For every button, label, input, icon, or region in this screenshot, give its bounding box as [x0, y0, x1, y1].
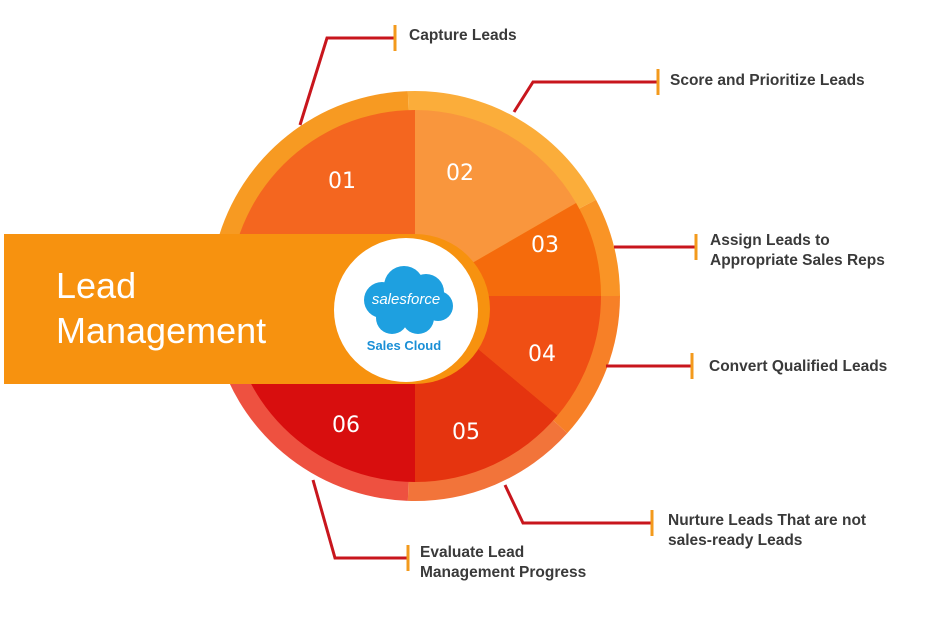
- logo-brand-text: salesforce: [372, 291, 440, 308]
- segment-number-03: 03: [531, 233, 559, 258]
- logo-product-text: Sales Cloud: [367, 338, 441, 353]
- leader-lines: [298, 25, 698, 571]
- segment-number-01: 01: [328, 169, 356, 194]
- segment-number-02: 02: [446, 161, 474, 186]
- segment-number-04: 04: [528, 342, 556, 367]
- segment-number-05: 05: [452, 420, 480, 445]
- step-label-04: Convert Qualified Leads: [709, 358, 887, 375]
- leader-line-01: [298, 36, 395, 126]
- step-label-02: Score and Prioritize Leads: [670, 72, 865, 89]
- salesforce-logo: salesforce Sales Cloud: [334, 238, 478, 382]
- segment-number-06: 06: [332, 413, 360, 438]
- segment-numbers: 01 02 03 04 05 06: [328, 161, 559, 445]
- salesforce-cloud-icon: [364, 266, 453, 334]
- title-line-1: Lead: [56, 265, 136, 306]
- leader-line-05: [503, 484, 652, 525]
- step-label-01: Capture Leads: [409, 27, 517, 44]
- leader-line-02: [512, 80, 658, 113]
- title-line-2: Management: [56, 310, 266, 351]
- leader-line-06: [311, 479, 408, 560]
